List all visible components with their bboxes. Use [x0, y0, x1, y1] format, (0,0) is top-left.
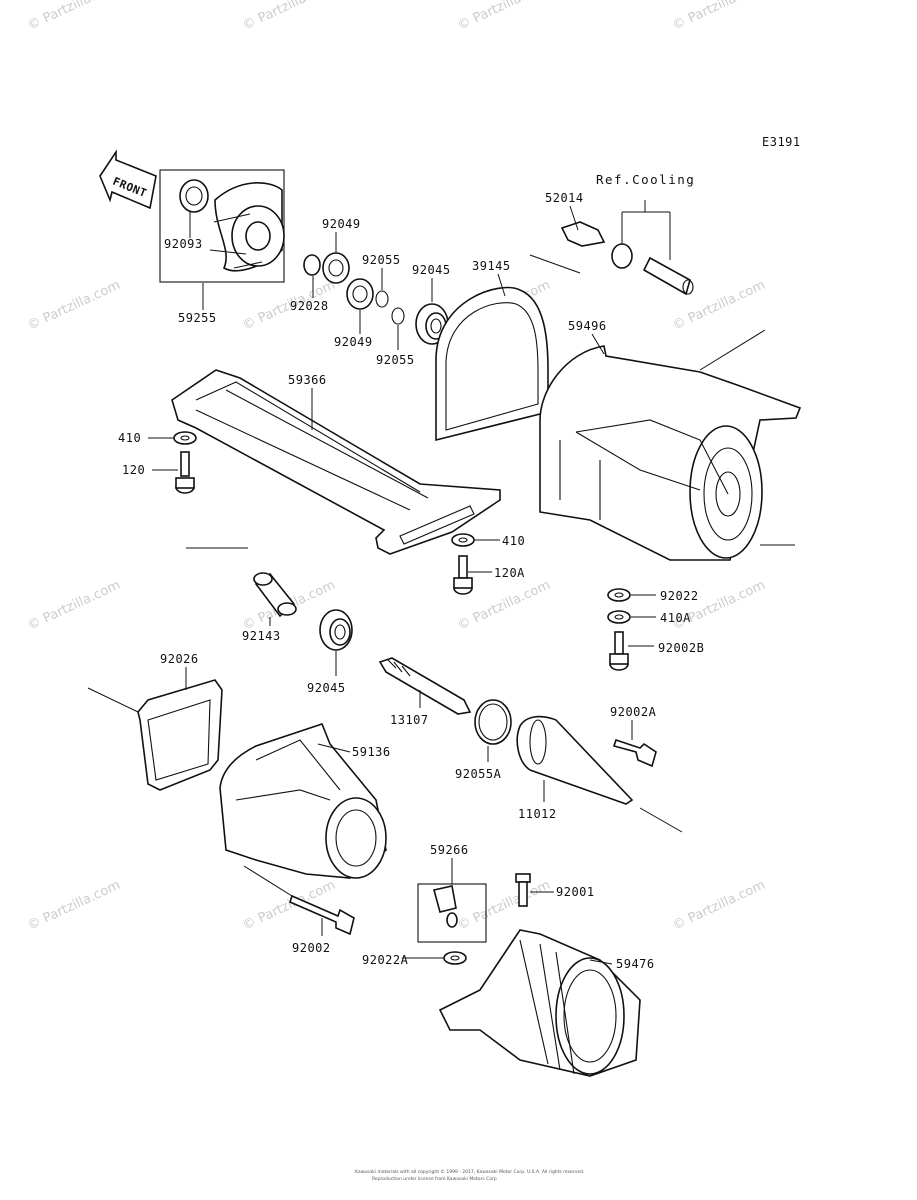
part-label[interactable]: 39145: [472, 259, 511, 273]
part-label[interactable]: 92049: [334, 335, 373, 349]
watermark: © Partzilla.com: [455, 0, 552, 34]
part-label[interactable]: 92026: [160, 652, 199, 666]
part-label[interactable]: 92002: [292, 941, 331, 955]
cooling-hose: [611, 200, 694, 296]
pump-cone: [516, 715, 683, 833]
front-arrow-icon: FRONT: [99, 149, 157, 210]
reverse-bucket: [438, 929, 641, 1077]
part-label[interactable]: 59366: [288, 373, 327, 387]
sleeve: [186, 547, 297, 618]
part-label[interactable]: 92093: [164, 237, 203, 251]
leader-line: [589, 959, 613, 965]
part-label[interactable]: 92022: [660, 589, 699, 603]
watermark: © Partzilla.com: [240, 878, 337, 934]
watermark: © Partzilla.com: [240, 0, 337, 34]
part-label[interactable]: 92055: [362, 253, 401, 267]
watermark: © Partzilla.com: [25, 278, 122, 334]
part-label[interactable]: 52014: [545, 191, 584, 205]
bolt-92002a: [612, 738, 657, 768]
part-label[interactable]: 92045: [412, 263, 451, 277]
part-label[interactable]: 59136: [352, 745, 391, 759]
washer-92022a: [443, 951, 467, 965]
cooling-fitting: [529, 221, 606, 274]
bolt-92002: [243, 865, 355, 936]
nozzle-gasket: [87, 679, 223, 791]
drive-shaft: [378, 657, 472, 715]
leader-line: [497, 273, 506, 297]
part-label[interactable]: 13107: [390, 713, 429, 727]
part-label[interactable]: 92045: [307, 681, 346, 695]
part-label[interactable]: 59266: [430, 843, 469, 857]
watermark: © Partzilla.com: [670, 0, 767, 34]
part-label[interactable]: 92002A: [610, 705, 657, 719]
watermark: © Partzilla.com: [25, 878, 122, 934]
pump-gasket: [435, 286, 549, 442]
part-label[interactable]: 92022A: [362, 953, 409, 967]
steering-nozzle: [219, 723, 387, 879]
part-label[interactable]: 92028: [290, 299, 329, 313]
watermark: © Partzilla.com: [670, 578, 767, 634]
impeller-kit-box: [159, 169, 285, 283]
part-label[interactable]: 92002B: [658, 641, 704, 655]
leader-line: [317, 743, 351, 753]
pump-case: [539, 329, 802, 561]
right-fastener-stack: [607, 588, 631, 671]
part-label[interactable]: 92055: [376, 353, 415, 367]
part-label[interactable]: 120A: [494, 566, 525, 580]
part-label[interactable]: 410: [118, 431, 141, 445]
o-ring: [474, 699, 512, 745]
nozzle-pin-kit: [417, 883, 487, 943]
part-label[interactable]: 92055A: [455, 767, 502, 781]
diagram-code: E3191: [762, 135, 801, 149]
part-label[interactable]: 410A: [660, 611, 691, 625]
part-label[interactable]: 410: [502, 534, 525, 548]
part-label[interactable]: 11012: [518, 807, 557, 821]
watermark: © Partzilla.com: [25, 578, 122, 634]
watermark: © Partzilla.com: [670, 878, 767, 934]
footer-copyright: Kawasaki materials with all copyright © …: [355, 1168, 584, 1175]
callouts: 9209359255920499202892049920559205592045…: [118, 191, 704, 971]
bolt-92001: [515, 873, 531, 907]
part-label[interactable]: 59476: [616, 957, 655, 971]
ref-cooling-label: Ref.Cooling: [596, 172, 695, 187]
pump-rail: [171, 369, 501, 555]
bearing-lower: [319, 609, 353, 651]
part-label[interactable]: 92143: [242, 629, 281, 643]
footer-license: Reproduction under license from Kawasaki…: [372, 1176, 497, 1182]
part-label[interactable]: 92001: [556, 885, 595, 899]
washer-and-bolt-left: [173, 431, 197, 494]
watermark: © Partzilla.com: [25, 0, 122, 34]
leader-line: [569, 205, 579, 231]
part-label[interactable]: 59496: [568, 319, 607, 333]
part-label[interactable]: 92049: [322, 217, 361, 231]
washer-and-bolt-mid: [451, 533, 475, 595]
part-label[interactable]: 120: [122, 463, 145, 477]
watermark: © Partzilla.com: [455, 878, 552, 934]
leader-line: [591, 333, 605, 355]
part-label[interactable]: 59255: [178, 311, 217, 325]
